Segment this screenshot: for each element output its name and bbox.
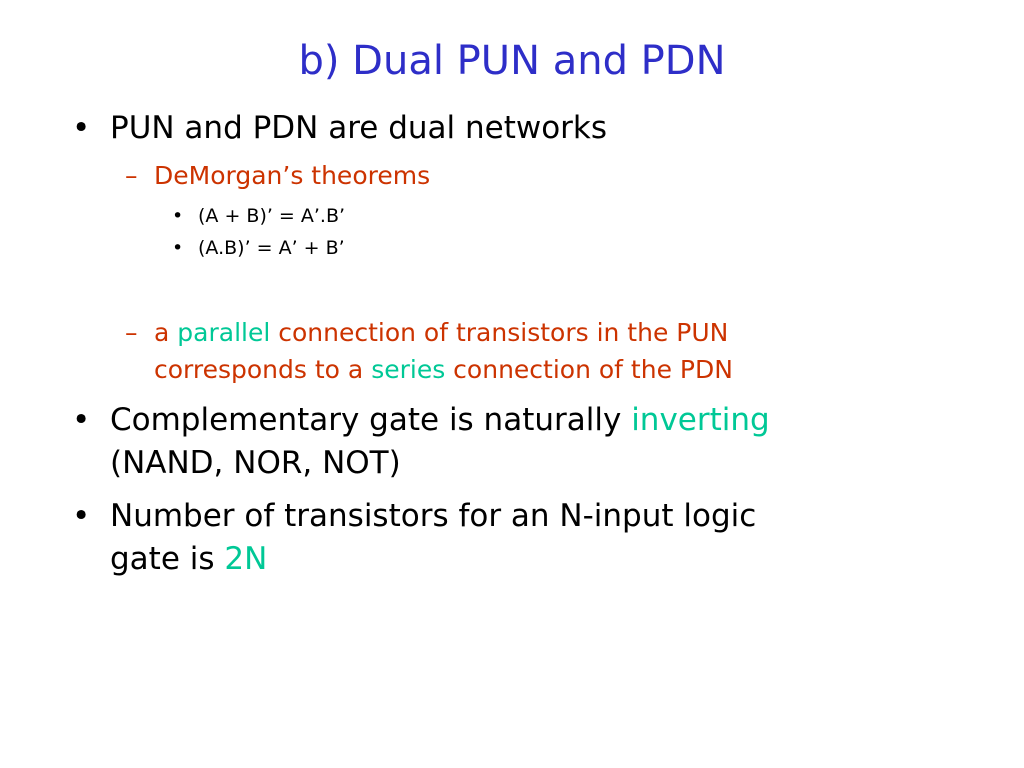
sub-sub-bullet-marker: • xyxy=(172,205,184,227)
text-segment: connection of transistors in the PUN xyxy=(270,318,729,347)
sub-bullet-marker: – xyxy=(125,318,138,347)
bullet-line-1: Number of transistors for an N-input log… xyxy=(110,498,757,534)
sub-bullet-duality-line-2: corresponds to a series connection of th… xyxy=(154,355,733,384)
bullet-3: • Number of transistors for an N-input l… xyxy=(72,498,756,534)
sub-bullet-demorgan: – DeMorgan’s theorems xyxy=(125,161,430,190)
bullet-text: PUN and PDN are dual networks xyxy=(110,110,608,146)
highlight-parallel: parallel xyxy=(177,318,271,347)
text-segment: Complementary gate is naturally xyxy=(110,402,632,438)
sub-bullet-marker: – xyxy=(125,161,138,190)
bullet-marker: • xyxy=(72,498,91,534)
highlight-inverting: inverting xyxy=(631,402,770,438)
bullet-marker: • xyxy=(72,402,91,438)
text-segment: a xyxy=(154,318,178,347)
sub-sub-bullet-text: (A.B)’ = A’ + B’ xyxy=(198,237,345,259)
bullet-3-line-2: gate is 2N xyxy=(110,541,267,577)
highlight-series: series xyxy=(371,355,446,384)
slide-title: b) Dual PUN and PDN xyxy=(298,38,726,84)
text-segment: corresponds to a xyxy=(154,355,372,384)
highlight-2n: 2N xyxy=(224,541,268,577)
bullet-marker: • xyxy=(72,110,91,146)
sub-sub-bullet-2: • (A.B)’ = A’ + B’ xyxy=(172,237,345,259)
bullet-1: • PUN and PDN are dual networks xyxy=(72,110,607,146)
text-segment: gate is xyxy=(110,541,225,577)
sub-sub-bullet-marker: • xyxy=(172,237,184,259)
bullet-2: • Complementary gate is naturally invert… xyxy=(72,402,770,438)
sub-sub-bullet-1: • (A + B)’ = A’.B’ xyxy=(172,205,345,227)
sub-sub-bullet-text: (A + B)’ = A’.B’ xyxy=(198,205,346,227)
sub-bullet-duality: – a parallel connection of transistors i… xyxy=(125,318,728,347)
bullet-2-line-2: (NAND, NOR, NOT) xyxy=(110,445,401,481)
sub-bullet-line-1: a parallel connection of transistors in … xyxy=(154,318,728,347)
text-segment: connection of the PDN xyxy=(445,355,733,384)
bullet-line-1: Complementary gate is naturally invertin… xyxy=(110,402,770,438)
sub-bullet-text: DeMorgan’s theorems xyxy=(154,161,431,190)
